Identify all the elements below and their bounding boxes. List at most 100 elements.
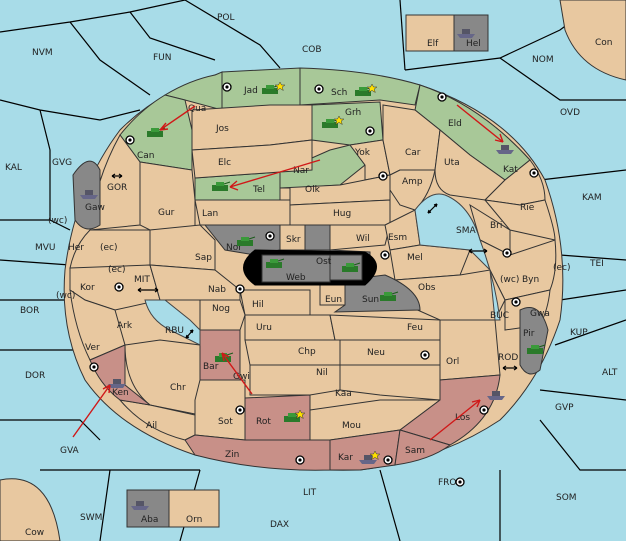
label-ROD: ROD xyxy=(498,353,518,363)
land-Chp[interactable] xyxy=(244,339,341,366)
label-Obs: Obs xyxy=(418,283,436,293)
land-Orl[interactable] xyxy=(439,319,501,381)
label-Her: Her xyxy=(68,243,84,253)
land-Sch[interactable] xyxy=(299,67,421,106)
label-Amp: Amp xyxy=(402,177,423,187)
land-Pir[interactable] xyxy=(519,307,549,375)
label-Rot: Rot xyxy=(256,417,271,427)
label-Her-ec: (ec) xyxy=(100,243,118,253)
arrow-icon xyxy=(229,159,321,191)
label-Con: Con xyxy=(595,38,613,48)
arrow-icon xyxy=(429,399,481,441)
label-Wil: Wil xyxy=(356,234,370,244)
label-GVP: GVP xyxy=(555,403,574,413)
sea-labels: POL NVM FUN COB NOM Con OVD KAL GVG GOR … xyxy=(5,13,618,538)
order-arrows xyxy=(72,104,504,441)
label-Jos: Jos xyxy=(215,124,229,134)
land-Sap[interactable] xyxy=(149,224,216,271)
land-Feu[interactable] xyxy=(329,314,441,341)
label-Bar: Bar xyxy=(203,362,219,372)
label-DOR: DOR xyxy=(25,371,45,381)
land-Jad[interactable] xyxy=(221,67,301,111)
supply-centre-icon xyxy=(265,231,275,241)
label-Sap: Sap xyxy=(195,253,212,263)
label-Byn-wc: (wc) xyxy=(500,275,519,285)
label-Elc: Elc xyxy=(218,158,231,168)
label-Gur: Gur xyxy=(158,208,175,218)
supply-centre-icon xyxy=(479,405,489,415)
star-icon xyxy=(294,409,306,420)
label-Neu: Neu xyxy=(367,348,385,358)
double-arrow-icon xyxy=(185,329,194,339)
supply-centre-icon xyxy=(380,250,390,260)
label-Zin: Zin xyxy=(225,450,239,460)
star-icon xyxy=(366,83,378,94)
army-icon xyxy=(237,236,256,246)
supply-centre-icon xyxy=(502,248,512,258)
land-Kaa[interactable] xyxy=(339,364,441,401)
land-Elc[interactable] xyxy=(191,139,313,179)
label-Ark: Ark xyxy=(117,321,133,331)
label-Kaa: Kaa xyxy=(335,389,352,399)
label-Ost: Ost xyxy=(316,257,332,267)
land-Amp[interactable] xyxy=(389,169,436,211)
label-Orn: Orn xyxy=(186,515,202,525)
label-Esm: Esm xyxy=(388,233,407,243)
supply-centre-icon xyxy=(125,135,135,145)
label-ALT: ALT xyxy=(602,368,618,378)
label-Los: Los xyxy=(455,413,470,423)
label-GOR: GOR xyxy=(107,183,127,193)
label-Cow: Cow xyxy=(25,528,44,538)
star-icon xyxy=(274,81,286,92)
fleet-icon xyxy=(359,455,377,464)
label-Gwa: Gwa xyxy=(530,309,550,319)
label-NVM: NVM xyxy=(32,48,53,58)
land-Qua[interactable] xyxy=(163,71,223,111)
land-Nil[interactable] xyxy=(249,364,341,396)
supply-centre-icon xyxy=(295,455,305,465)
label-Hel: Hel xyxy=(466,39,481,49)
land-Ver[interactable] xyxy=(69,288,126,361)
fleet-icon xyxy=(487,391,505,400)
land-Hil[interactable] xyxy=(239,289,311,316)
supply-centre-icon xyxy=(378,171,388,181)
label-GVG: GVG xyxy=(52,158,72,168)
label-Nor: Nor xyxy=(226,243,242,253)
star-markers xyxy=(274,81,381,461)
label-MVU: MVU xyxy=(35,243,56,253)
land-Uta[interactable] xyxy=(434,129,506,201)
land-Kar[interactable] xyxy=(329,429,401,471)
supply-centre-icon xyxy=(235,405,245,415)
label-TEI: TEI xyxy=(589,259,604,269)
label-Orl: Orl xyxy=(446,357,459,367)
label-SMA: SMA xyxy=(456,226,476,236)
land-Gur[interactable] xyxy=(139,161,196,231)
label-Hil: Hil xyxy=(252,300,264,310)
label-Qua: Qua xyxy=(188,104,206,114)
label-Eld: Eld xyxy=(448,119,462,129)
label-Byn-ec: (ec) xyxy=(553,263,571,273)
supply-centre-icon xyxy=(114,282,124,292)
land-Rot[interactable] xyxy=(244,394,311,441)
land-Sam[interactable] xyxy=(394,429,452,466)
land-Elf[interactable] xyxy=(405,14,455,52)
label-Sun: Sun xyxy=(362,295,379,305)
land-Nog[interactable] xyxy=(199,299,246,331)
double-arrow-icon xyxy=(137,287,159,293)
label-Elf: Elf xyxy=(427,39,439,49)
supply-centre-icon xyxy=(314,84,324,94)
label-Lan: Lan xyxy=(202,209,218,219)
supply-centre-icon xyxy=(455,477,465,487)
land-Ail[interactable] xyxy=(118,399,196,441)
land-Orn[interactable] xyxy=(168,489,220,528)
land-Zin[interactable] xyxy=(184,434,331,471)
label-Web: Web xyxy=(286,273,306,283)
land-Hel[interactable] xyxy=(453,14,489,52)
land-Mel[interactable] xyxy=(389,244,471,281)
label-Nab: Nab xyxy=(208,285,226,295)
label-Yok: Yok xyxy=(354,148,371,158)
label-Kor-ec: (ec) xyxy=(108,265,126,275)
land-Olk[interactable] xyxy=(279,174,391,206)
